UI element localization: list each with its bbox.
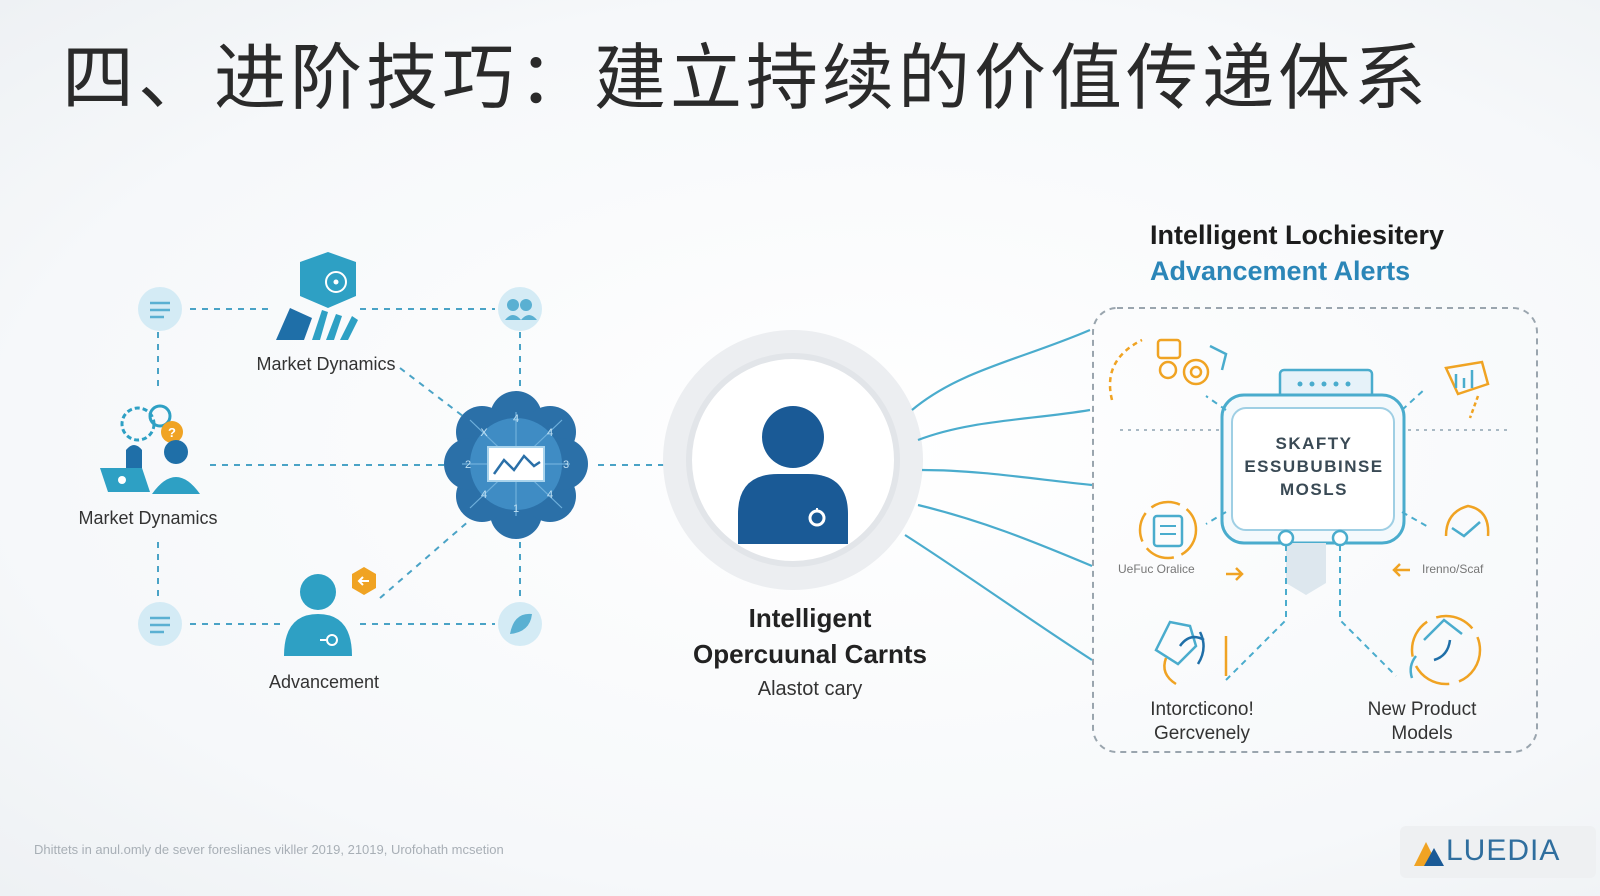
core-device-text: SKAFTY ESSUBUBINSE MOSLS bbox=[1244, 432, 1383, 501]
bell-icon bbox=[1392, 504, 1490, 577]
network-connectors bbox=[157, 308, 675, 625]
bottom-right-line2: Models bbox=[1391, 723, 1453, 744]
panel-title-line1: Intelligent Lochiesitery bbox=[1150, 220, 1445, 250]
hub-subtitle: Alastot cary bbox=[757, 678, 863, 700]
node-left-label: Market Dynamics bbox=[78, 508, 218, 528]
logo-mark-icon bbox=[1414, 842, 1444, 866]
bar-chart-icon bbox=[1444, 360, 1490, 419]
brand-logo: LUEDIA bbox=[1400, 826, 1596, 878]
svg-text:X: X bbox=[480, 427, 488, 439]
hub-title-line1: Intelligent bbox=[748, 603, 872, 633]
user-arrow-icon bbox=[284, 567, 376, 656]
analytics-person-icon bbox=[276, 252, 358, 340]
svg-text:4: 4 bbox=[513, 413, 519, 425]
fan-lines bbox=[904, 328, 1093, 661]
svg-text:?: ? bbox=[168, 425, 176, 440]
node-top-label: Market Dynamics bbox=[256, 354, 396, 374]
footer-text: Dhittets in anul.omly de sever foreslian… bbox=[34, 842, 504, 857]
calculator-icon bbox=[1138, 500, 1244, 581]
bottom-left-line2: Gercvenely bbox=[1153, 723, 1251, 744]
leaf-icon bbox=[498, 602, 542, 646]
hub-title-line2: Opercuunal Carnts bbox=[692, 639, 928, 669]
right-mid-label: Irenno/Scaf bbox=[1422, 562, 1484, 576]
bottom-right-caption: New Product Models bbox=[1368, 698, 1477, 746]
alerts-panel-frame bbox=[1092, 307, 1538, 753]
svg-text:3: 3 bbox=[563, 459, 569, 471]
core-line-3: MOSLS bbox=[1280, 480, 1348, 499]
svg-text:2: 2 bbox=[465, 459, 471, 471]
document-icon bbox=[138, 287, 182, 331]
core-line-1: SKAFTY bbox=[1275, 434, 1353, 453]
logo-text: LUEDIA bbox=[1446, 834, 1561, 867]
gear-cluster-icon bbox=[1108, 338, 1228, 401]
core-device bbox=[1220, 368, 1406, 595]
bottom-left-caption: Intorcticono! Gercvenely bbox=[1150, 698, 1254, 746]
core-line-2: ESSUBUBINSE bbox=[1244, 457, 1384, 476]
svg-text:1: 1 bbox=[513, 503, 519, 515]
svg-text:4: 4 bbox=[547, 427, 553, 439]
svg-text:4: 4 bbox=[547, 489, 553, 501]
user-icon bbox=[663, 330, 923, 590]
panel-title-line2: Advancement Alerts bbox=[1150, 256, 1411, 286]
svg-text:4: 4 bbox=[481, 489, 487, 501]
panel-connectors bbox=[1205, 387, 1431, 681]
bottom-left-line1: Intorcticono! bbox=[1150, 699, 1254, 720]
page-title: 四、进阶技巧：建立持续的价值传递体系 bbox=[62, 36, 1431, 120]
chart-hub-icon: 4 X 4 2 3 4 4 1 bbox=[444, 391, 588, 539]
bottom-right-line1: New Product bbox=[1367, 699, 1477, 720]
node-bottom-label: Advancement bbox=[268, 672, 380, 692]
team-icon bbox=[498, 287, 542, 331]
question-person-icon: ? bbox=[100, 404, 200, 494]
target-icon bbox=[1154, 620, 1228, 686]
lightbulb-icon bbox=[1409, 614, 1482, 686]
left-mid-label: UeFuc Oralice bbox=[1118, 562, 1195, 576]
list-icon bbox=[138, 602, 182, 646]
